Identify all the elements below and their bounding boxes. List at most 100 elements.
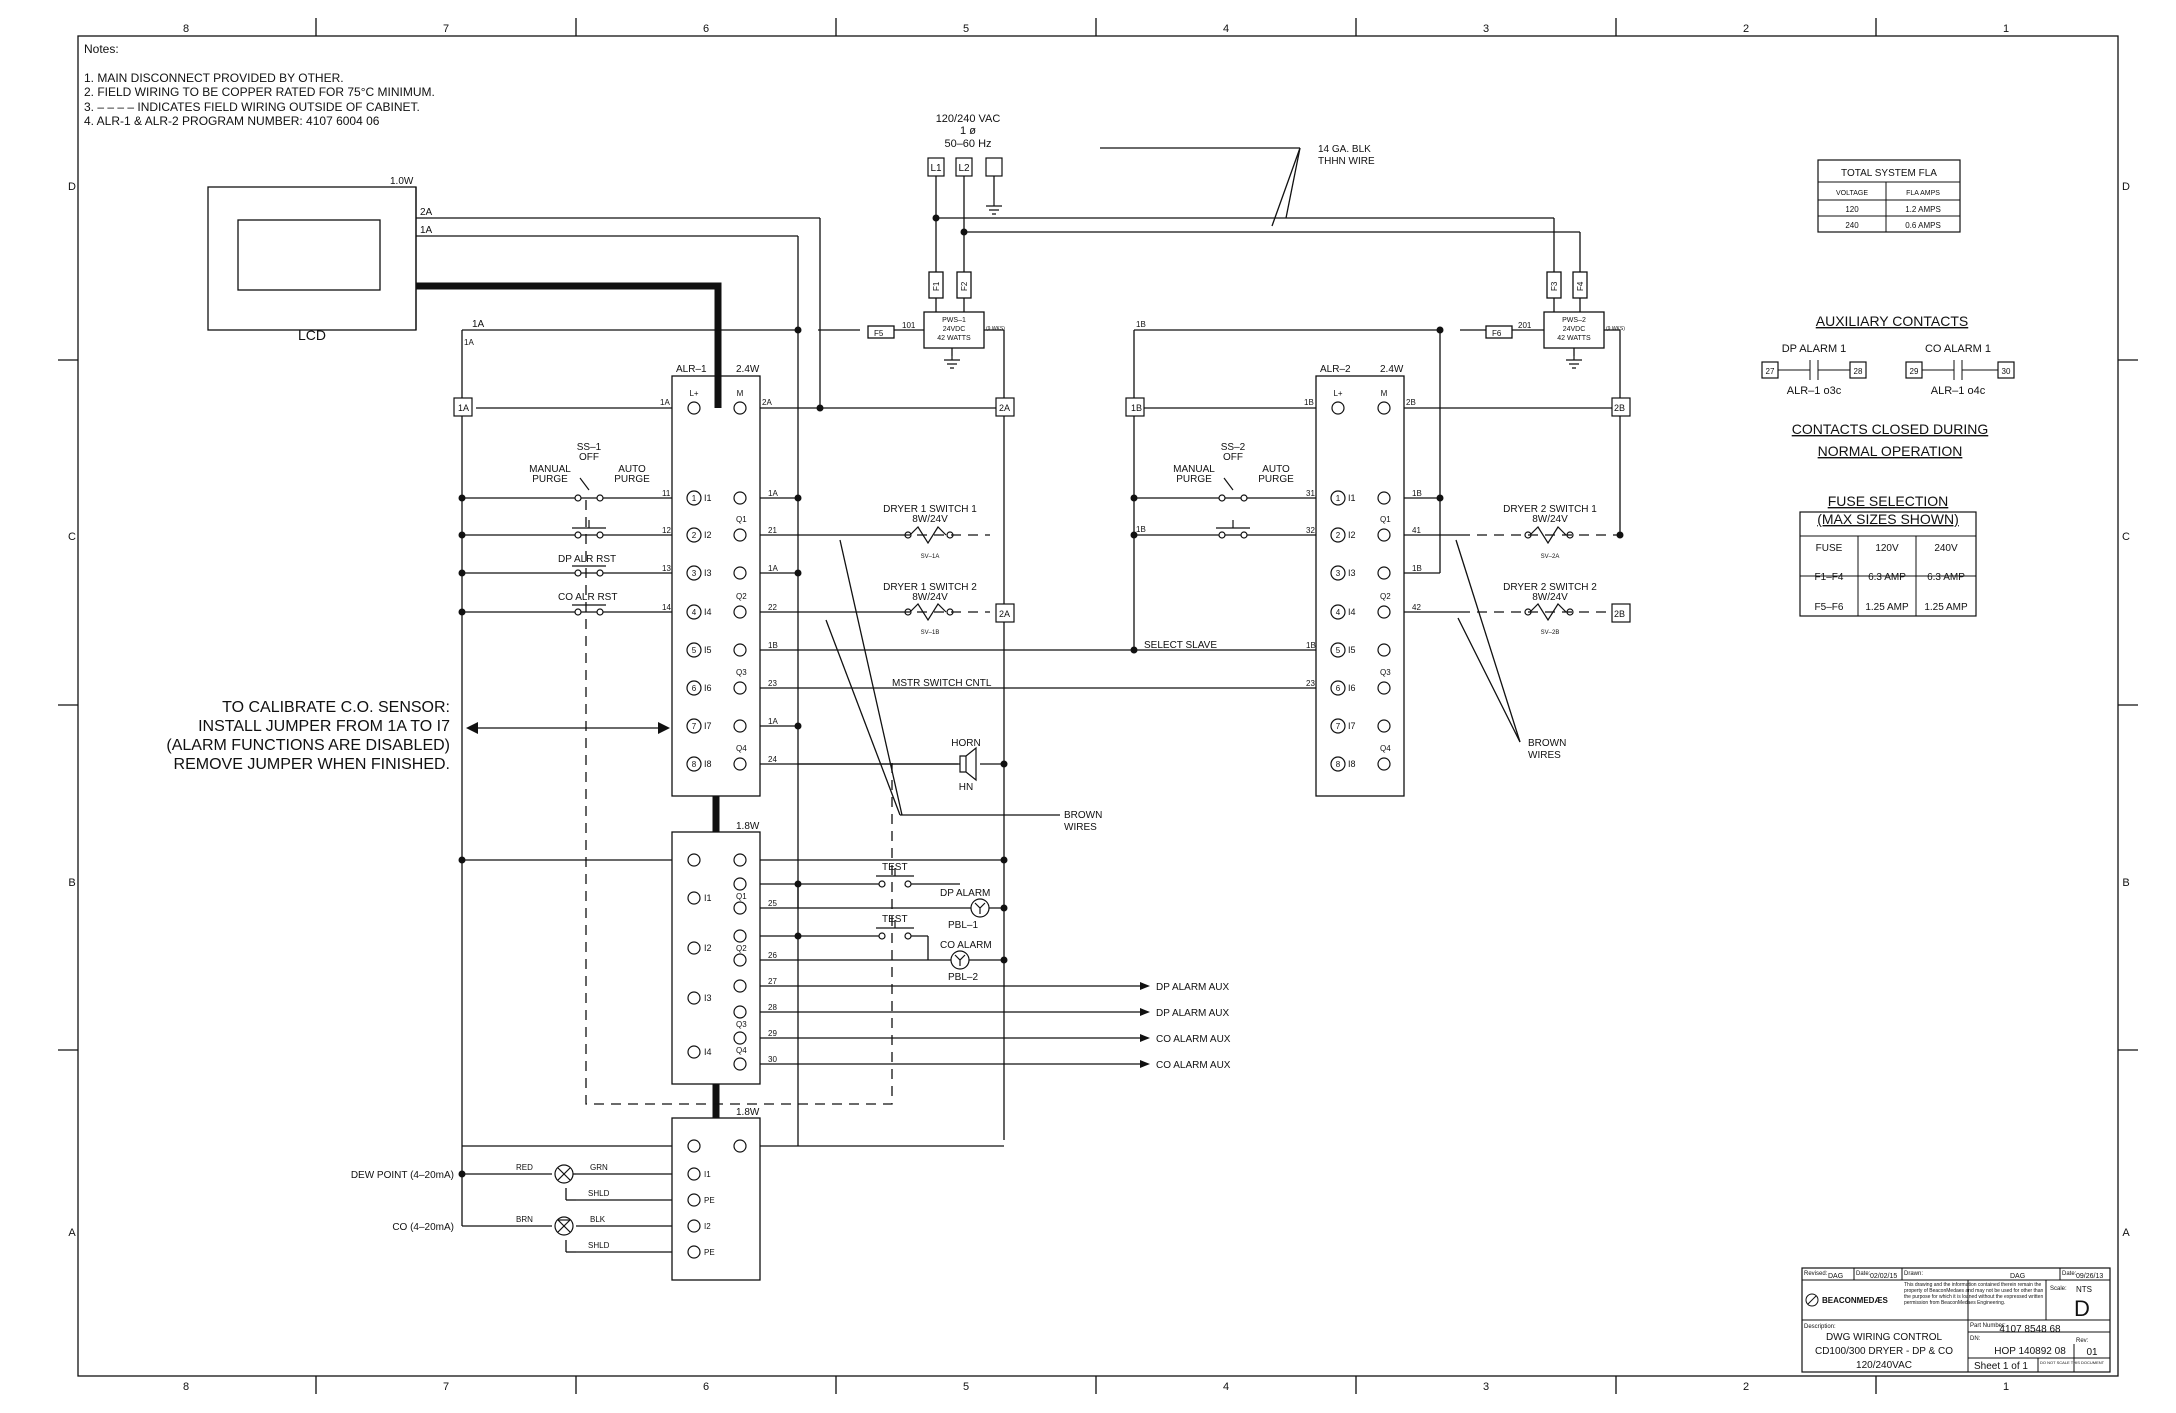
mstr-label: MSTR SWITCH CNTL [892, 678, 992, 689]
sv2a-label: SV–2A [1541, 554, 1560, 560]
wire-label: 25 [768, 899, 777, 908]
analog-input: I2 [704, 1222, 711, 1231]
aux-closed: CONTACTS CLOSED DURING [1792, 421, 1989, 437]
row-label: A [2122, 1227, 2130, 1239]
fuse-title: (MAX SIZES SHOWN) [1817, 511, 1959, 527]
row-label: C [2122, 531, 2130, 543]
aux-terminal: 28 [1854, 367, 1863, 376]
ss2-left: MANUAL [1173, 464, 1215, 475]
tb-label: Scale: [2050, 1286, 2067, 1292]
alr2-input: I4 [1348, 607, 1356, 617]
pws2-name: PWS–2 [1562, 317, 1586, 324]
pws1-voltage: 24VDC [943, 326, 966, 333]
lcd-housing [207, 186, 417, 331]
fla-cell: 240 [1845, 221, 1859, 230]
rating-label: 8W/24V [912, 514, 948, 525]
zone-ticks [58, 18, 2138, 1394]
company-name: BEACONMEDÆS [1822, 1296, 1888, 1305]
alr2-input: I6 [1348, 683, 1356, 693]
test-label: TEST [882, 914, 908, 925]
pws1-watts: 42 WATTS [937, 335, 971, 342]
fuse-header: 120V [1875, 543, 1899, 554]
lcd-power: 1.0W [390, 176, 414, 187]
fuse-label: F3 [1550, 281, 1559, 291]
fuse-label: F5 [874, 329, 884, 338]
dew-point-label: DEW POINT (4–20mA) [351, 1170, 454, 1181]
alr2-m: M [1381, 389, 1388, 398]
alr2-input: I3 [1348, 568, 1356, 578]
tb-label: Revised: [1804, 1271, 1828, 1277]
tag-2a: 2A [999, 609, 1010, 619]
tag-1b: 1B [1131, 403, 1142, 413]
fuse-label: F1 [932, 281, 941, 291]
pbl1-label: PBL–1 [948, 920, 978, 931]
wire-label: 1A [472, 319, 485, 330]
alr2-module [1315, 375, 1405, 797]
sheet-size: D [2074, 1296, 2090, 1321]
part-number: 4107 8548 68 [1999, 1324, 2061, 1335]
alr1-input-num: 8 [692, 760, 697, 769]
wire-label: 201 [1518, 321, 1532, 330]
ss2-right: AUTO [1262, 464, 1290, 475]
analog-module [671, 1117, 761, 1281]
fuse-label: F4 [1576, 281, 1585, 291]
tb-label: Part Number: [1970, 1323, 2006, 1329]
aux-title: AUXILIARY CONTACTS [1816, 313, 1968, 329]
supply-voltage: 120/240 VAC [936, 113, 1001, 125]
wire-label: 1B [1412, 564, 1422, 573]
hn-label: HN [959, 782, 973, 793]
wire-label: 1B [1136, 320, 1146, 329]
row-label: A [68, 1227, 76, 1239]
wire-label: 13 [662, 564, 671, 573]
ss2-name: SS–2 [1221, 442, 1246, 453]
fuse-label: F6 [1492, 329, 1502, 338]
col-label: 3 [1483, 23, 1489, 35]
mod3-input: I4 [704, 1047, 712, 1057]
fuse-title: FUSE SELECTION [1828, 493, 1949, 509]
alr1-input-num: 6 [692, 684, 697, 693]
wire-label: 22 [768, 603, 777, 612]
wire-label: 101 [902, 321, 916, 330]
alr1-output: Q1 [736, 515, 747, 524]
wire-label: 2A [762, 398, 772, 407]
alr2-input: I8 [1348, 759, 1356, 769]
note-item: 3. – – – – INDICATES FIELD WIRING OUTSID… [84, 99, 420, 114]
dp-alr-rst-label: DP ALR RST [558, 554, 616, 565]
note-item: 2. FIELD WIRING TO BE COPPER RATED FOR 7… [84, 85, 435, 99]
col-label: 5 [963, 23, 969, 35]
alr1-power: 2.4W [736, 364, 760, 375]
select-slave-label: SELECT SLAVE [1144, 640, 1217, 651]
alr2-input: I1 [1348, 493, 1356, 503]
wire-label: 41 [1412, 526, 1421, 535]
horn-label: HORN [951, 738, 980, 749]
notes-block: Notes: 1. MAIN DISCONNECT PROVIDED BY OT… [84, 42, 435, 129]
tag-2a: 2A [999, 403, 1010, 413]
wire-color: BRN [516, 1215, 533, 1224]
fuse-cell: F1–F4 [1815, 572, 1844, 583]
fuse-cell: 6.3 AMP [1927, 572, 1965, 583]
fla-cell: 0.6 AMPS [1905, 221, 1941, 230]
alr2-power: 2.4W [1380, 364, 1404, 375]
fuse-cell: 1.25 AMP [1865, 602, 1909, 613]
rating-label: 8W/24V [912, 592, 948, 603]
row-label: B [68, 877, 75, 889]
sv1b-label: SV–1B [921, 630, 940, 636]
alr2-input-num: 6 [1336, 684, 1341, 693]
wire-label: 1B [1412, 489, 1422, 498]
co-alr-rst-label: CO ALR RST [558, 592, 617, 603]
co-alarm-label: CO ALARM [940, 940, 992, 951]
wire-label: 1A [768, 717, 778, 726]
alr1-input-num: 7 [692, 722, 697, 731]
col-label: 8 [183, 23, 189, 35]
alr1-input-num: 5 [692, 646, 697, 655]
aux-dp: DP ALARM 1 [1782, 343, 1847, 355]
mod4-power: 1.8W [736, 1107, 760, 1118]
mod3-output: Q2 [736, 944, 747, 953]
supply-frequency: 50–60 Hz [944, 138, 991, 150]
wire-label: 14 [662, 603, 671, 612]
ss1-left: PURGE [532, 474, 568, 485]
sheet-number: Sheet 1 of 1 [1974, 1361, 2028, 1372]
wire-label: 2A [420, 207, 433, 218]
note-item: 1. MAIN DISCONNECT PROVIDED BY OTHER. [84, 70, 344, 85]
row-label: C [68, 531, 76, 543]
